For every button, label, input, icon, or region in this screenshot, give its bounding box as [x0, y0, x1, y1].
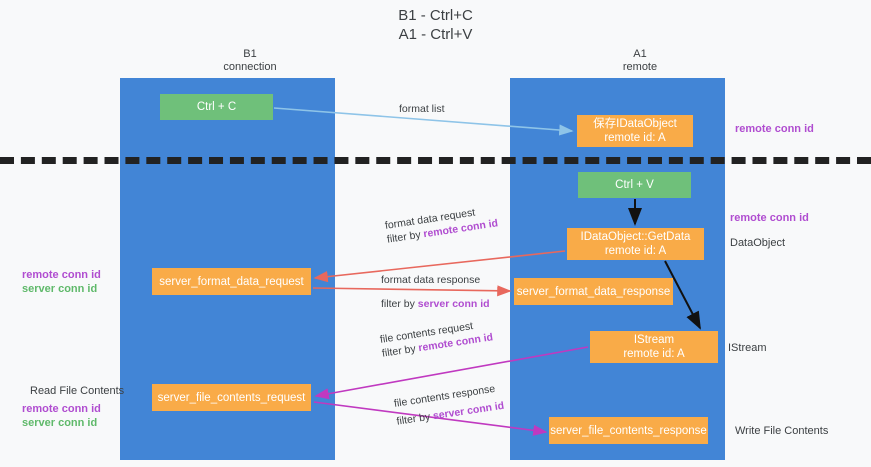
- node-ctrl-c-label: Ctrl + C: [196, 101, 237, 113]
- filter-prefix: filter by: [381, 298, 418, 310]
- lane-b1-name: B1: [243, 48, 257, 60]
- annotation-right-remote-conn-id-mid: remote conn id: [730, 212, 809, 224]
- title-line-1: B1 - Ctrl+C: [398, 7, 473, 24]
- annotation-dataobject: DataObject: [730, 237, 786, 249]
- lane-a1-name: A1: [633, 48, 647, 60]
- node-idataobject-store-label: 保存IDataObject: [593, 118, 677, 130]
- node-idataobject-getdata[interactable]: IDataObject::GetData remote id: A: [567, 228, 704, 260]
- annotation-left-server-conn-id-mid: server conn id: [22, 283, 98, 295]
- annotation-left-remote-conn-id-mid: remote conn id: [22, 269, 101, 281]
- node-ctrl-v[interactable]: Ctrl + V: [578, 172, 691, 198]
- node-idataobject-store[interactable]: 保存IDataObject remote id: A: [577, 115, 693, 147]
- edge-label-format-data-response-text: format data response: [381, 274, 481, 286]
- node-server-file-contents-response-label: server_file_contents_response: [550, 424, 707, 437]
- title-line-2: A1 - Ctrl+V: [398, 26, 473, 43]
- annotation-write-file-contents: Write File Contents: [735, 425, 829, 437]
- node-istream[interactable]: IStream remote id: A: [590, 331, 718, 363]
- annotation-left-remote-conn-id-bottom: remote conn id: [22, 403, 101, 415]
- lane-b1-role: connection: [223, 61, 277, 73]
- annotation-left-server-conn-id-bottom: server conn id: [22, 417, 98, 429]
- arrow-file-contents-request: [314, 346, 589, 400]
- arrow-format-data-request: [313, 250, 566, 283]
- arrow-file-contents-response: [313, 401, 548, 436]
- edge-label-format-data-response: format data response filter by server co…: [381, 273, 490, 311]
- arrow-format-list: [273, 107, 574, 136]
- lane-header-b1: B1 connection: [150, 48, 350, 74]
- node-ctrl-v-label: Ctrl + V: [615, 179, 654, 191]
- node-idataobject-getdata-sub: remote id: A: [604, 245, 667, 257]
- annotation-istream: IStream: [728, 342, 767, 354]
- node-istream-label: IStream: [633, 334, 675, 346]
- edge-label-format-data-response-filter: filter by server conn id: [381, 297, 490, 311]
- arrow-format-data-response: [312, 285, 512, 297]
- annotation-right-remote-conn-id-top: remote conn id: [735, 123, 814, 135]
- filter-key-server-conn-id: server conn id: [417, 298, 490, 310]
- annotation-left-conn-ids-bottom: remote conn id server conn id: [22, 402, 101, 430]
- annotation-left-conn-ids-mid: remote conn id server conn id: [22, 268, 101, 296]
- node-server-file-contents-response[interactable]: server_file_contents_response: [549, 417, 708, 444]
- node-server-format-data-response[interactable]: server_format_data_response: [514, 278, 673, 305]
- node-server-format-data-response-label: server_format_data_response: [516, 285, 671, 298]
- arrow-getdata-istream: [664, 260, 701, 330]
- node-server-format-data-request-label: server_format_data_request: [159, 275, 304, 288]
- node-istream-sub: remote id: A: [623, 348, 685, 360]
- node-server-file-contents-request-label: server_file_contents_request: [157, 391, 306, 404]
- lane-header-a1: A1 remote: [540, 48, 740, 74]
- phase-divider: [0, 157, 871, 164]
- annotation-read-file-contents: Read File Contents: [30, 385, 125, 397]
- node-idataobject-store-sub: remote id: A: [604, 132, 666, 144]
- page-title: B1 - Ctrl+C A1 - Ctrl+V: [0, 6, 871, 44]
- edge-label-format-list: format list: [399, 102, 445, 116]
- edge-label-format-list-text: format list: [399, 103, 445, 115]
- node-idataobject-getdata-label: IDataObject::GetData: [580, 231, 691, 243]
- lane-a1-role: remote: [622, 61, 658, 73]
- node-ctrl-c[interactable]: Ctrl + C: [160, 94, 273, 120]
- node-server-format-data-request[interactable]: server_format_data_request: [152, 268, 311, 295]
- node-server-file-contents-request[interactable]: server_file_contents_request: [152, 384, 311, 411]
